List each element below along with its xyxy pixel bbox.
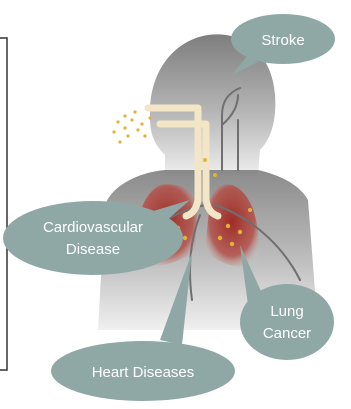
stroke-callout: Stroke <box>231 14 335 75</box>
panel-frame <box>0 38 7 370</box>
cardiovascular-label-line2: Disease <box>66 241 120 258</box>
cardiovascular-label-line1: Cardiovascular <box>43 219 143 236</box>
stroke-label: Stroke <box>261 32 304 49</box>
lung-cancer-label-line2: Cancer <box>263 325 311 342</box>
lung-cancer-label-line1: Lung <box>270 303 303 320</box>
heart-diseases-label: Heart Diseases <box>92 364 195 381</box>
